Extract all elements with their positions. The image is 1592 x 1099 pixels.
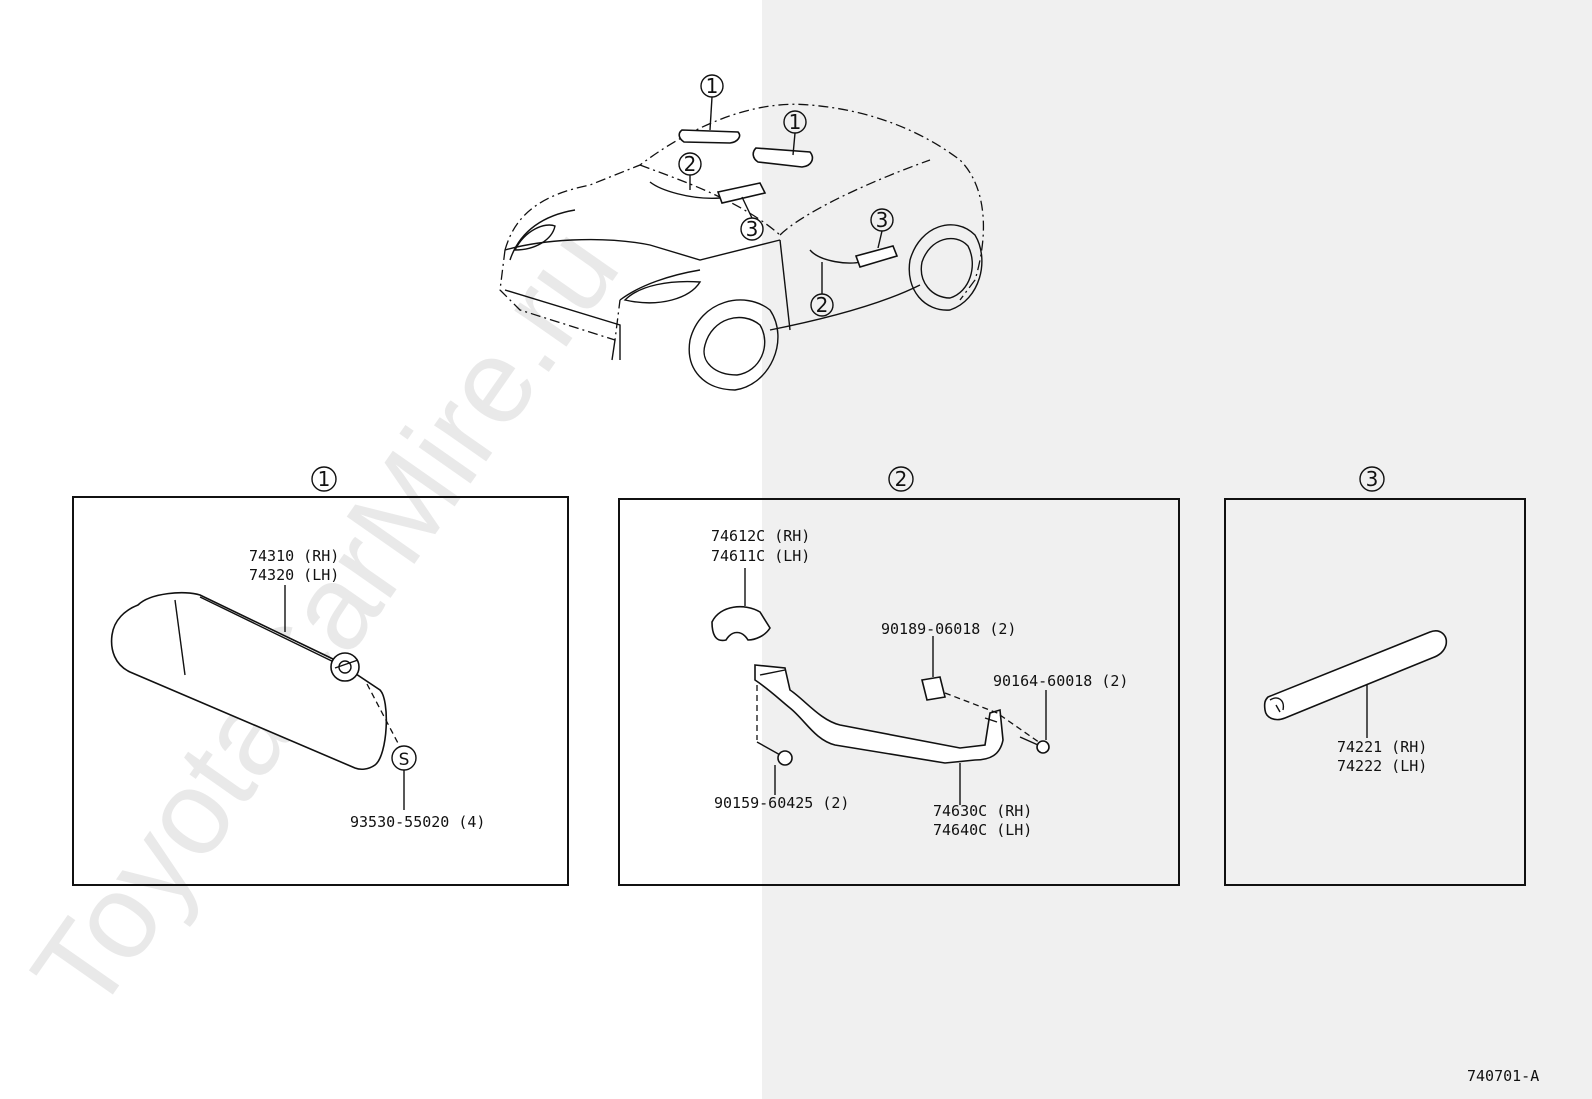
panel-1: 1 S 74310 (RH) 74320 (LH) 93530-55020 (4… (72, 466, 569, 886)
screw-marker: S (399, 750, 410, 770)
callout-1b: 1 (783, 110, 807, 156)
panel-1-number: 1 (318, 467, 331, 491)
watermark: ToyotaCarMire.ru (7, 204, 645, 1035)
label-74640c: 74640C (LH) (933, 821, 1032, 839)
label-90159: 90159-60425 (2) (714, 794, 849, 812)
grip-cover-drawing (711, 605, 771, 642)
label-74630c: 74630C (RH) (933, 802, 1032, 820)
label-74320: 74320 (LH) (249, 566, 339, 584)
svg-text:1: 1 (789, 110, 802, 134)
clip-drawing (921, 676, 946, 701)
label-74310: 74310 (RH) (249, 547, 339, 565)
label-74221: 74221 (RH) (1337, 738, 1427, 756)
label-90189: 90189-06018 (2) (881, 620, 1016, 638)
panel-3: 3 74221 (RH) 74222 (LH) (1224, 466, 1526, 886)
svg-text:2: 2 (816, 293, 829, 317)
shaded-background (762, 0, 1592, 1099)
panel-2: 2 74612C (RH) 74611C (LH) 90189-06018 (2… (618, 466, 1180, 886)
svg-text:1: 1 (706, 74, 719, 98)
callout-3b: 3 (870, 208, 894, 249)
label-74611c: 74611C (LH) (711, 547, 810, 565)
svg-text:2: 2 (684, 152, 697, 176)
panel-3-number: 3 (1366, 467, 1379, 491)
assist-grip-drawing (754, 664, 1004, 764)
label-74222: 74222 (LH) (1337, 757, 1427, 775)
car-overview: 1 1 2 2 3 3 (499, 74, 984, 391)
label-74612c: 74612C (RH) (711, 527, 810, 545)
diagram-code: 740701-A (1467, 1067, 1539, 1085)
label-93530: 93530-55020 (4) (350, 813, 485, 831)
callout-2b: 2 (810, 262, 834, 317)
label-90164: 90164-60018 (2) (993, 672, 1128, 690)
callout-3a: 3 (740, 196, 764, 241)
panel-2-number: 2 (895, 467, 908, 491)
svg-text:3: 3 (876, 208, 889, 232)
svg-text:3: 3 (746, 217, 759, 241)
callout-1a: 1 (700, 74, 724, 131)
callout-2a: 2 (678, 152, 702, 190)
trim-drawing (1263, 630, 1448, 721)
